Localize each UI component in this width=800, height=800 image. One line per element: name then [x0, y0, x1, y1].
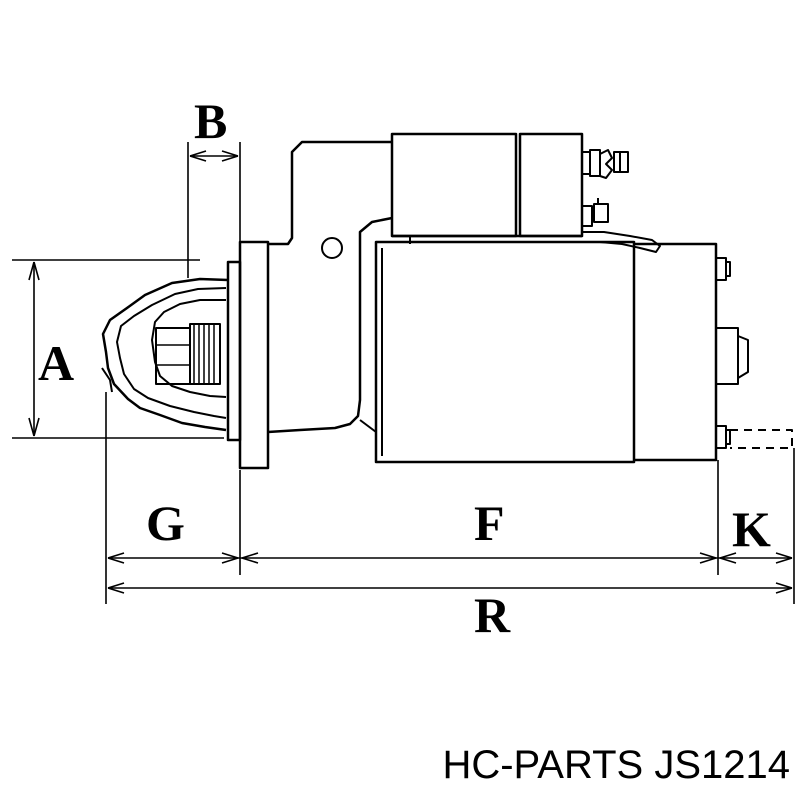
dimension-label-f: F — [474, 495, 505, 551]
intermediate-housing-lower — [267, 216, 393, 434]
end-cap-bearing — [715, 327, 739, 385]
pinion-teeth — [193, 324, 215, 384]
dimension-label-r: R — [474, 587, 511, 643]
dimension-label-g: G — [146, 495, 185, 551]
mounting-flange — [238, 240, 270, 470]
pinion-hub — [155, 327, 191, 385]
solenoid-terminal-lower — [581, 198, 609, 227]
intermediate-housing — [268, 140, 392, 246]
dimension-label-b: B — [194, 93, 227, 149]
optional-extension-dashed — [730, 429, 793, 449]
solenoid-cap — [518, 132, 584, 238]
housing-bolt — [321, 237, 343, 259]
pinion-gear — [189, 323, 221, 385]
starter-motor-drawing — [101, 132, 793, 470]
through-bolt-lower — [715, 425, 731, 449]
solenoid-body — [390, 132, 518, 238]
drive-nose-housing — [101, 277, 229, 432]
part-caption: HC-PARTS JS1214 — [442, 743, 790, 787]
motor-body — [374, 240, 636, 464]
dimension-lines — [12, 142, 795, 604]
dimension-label-a: A — [38, 335, 74, 391]
drive-nose-inner — [116, 287, 227, 419]
drive-nose-step — [101, 367, 113, 393]
flange-inner-plate — [226, 260, 242, 442]
solenoid-terminal-upper — [581, 149, 629, 179]
through-bolt-upper — [715, 257, 731, 281]
drive-nose-window — [151, 299, 227, 398]
end-cap — [634, 242, 718, 462]
dimension-label-k: K — [732, 501, 771, 557]
